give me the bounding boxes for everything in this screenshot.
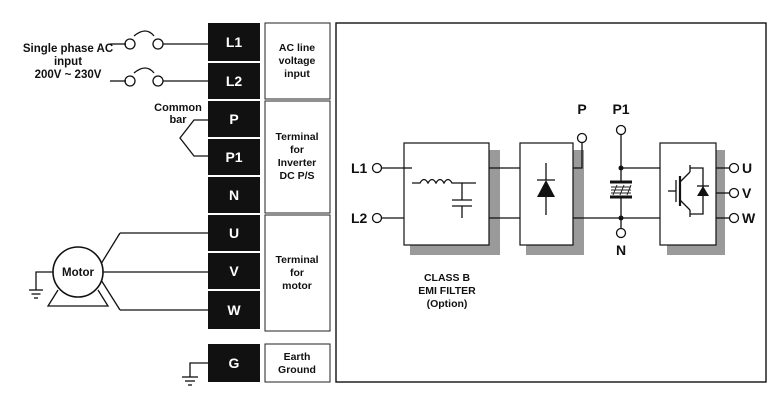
desc-dc-line1: Terminal: [276, 131, 319, 143]
desc-ac-line2: voltage: [279, 55, 316, 67]
schematic-p-terminal: [576, 132, 588, 144]
igbt-transistor-symbol: [668, 165, 709, 217]
input-label-line2: input: [54, 56, 82, 68]
emi-filter-block: [403, 142, 490, 246]
dc-bus-p-wire: [573, 143, 583, 169]
schematic-output-w-terminal: [728, 212, 740, 224]
motor-symbol: [29, 232, 208, 311]
motor-label: Motor: [62, 267, 94, 279]
schematic-input-l2-terminal: [371, 212, 383, 224]
desc-ground-line1: Earth: [284, 351, 311, 363]
schematic-output-u-terminal: [728, 162, 740, 174]
desc-dc-line2: for: [290, 144, 304, 156]
schematic-input-l1-terminal: [371, 162, 383, 174]
desc-motor-line2: for: [290, 267, 304, 279]
desc-box-ac: [264, 22, 331, 100]
filter-caption-line2: EMI FILTER: [418, 285, 476, 297]
common-bar-label-line1: Common: [154, 102, 202, 114]
terminal-l1: L1: [226, 34, 243, 50]
input-label-line3: 200V ~ 230V: [35, 69, 102, 81]
emi-filter-inductor-capacitor: [404, 167, 476, 218]
input-label-line1: Single phase AC: [23, 43, 113, 55]
terminal-g: G: [229, 355, 240, 371]
terminal-n: N: [229, 187, 239, 203]
schematic-output-w-label: W: [742, 210, 756, 226]
desc-ground-line2: Ground: [278, 364, 316, 376]
common-bar-label-line2: bar: [169, 114, 187, 126]
desc-box-dc: [264, 100, 331, 214]
schematic-p1-label: P1: [612, 101, 629, 117]
terminal-column: [208, 23, 260, 382]
desc-dc-line4: DC P/S: [279, 170, 314, 182]
filter-caption-line3: (Option): [427, 298, 468, 310]
schematic-output-u-label: U: [742, 160, 752, 176]
desc-box-ground: [264, 343, 331, 383]
schematic-output-v-label: V: [742, 185, 752, 201]
desc-box-motor: [264, 214, 331, 332]
schematic-p-label: P: [577, 101, 586, 117]
desc-ac-line1: AC line: [279, 42, 315, 54]
common-bar: [179, 119, 208, 157]
terminal-p: P: [229, 111, 238, 127]
desc-motor-line1: Terminal: [276, 254, 319, 266]
desc-motor-line3: motor: [282, 280, 312, 292]
rectifier-diode: [537, 163, 555, 215]
terminal-l2: L2: [226, 73, 243, 89]
switch-contact-l2: [110, 67, 208, 87]
schematic-n-terminal: [615, 227, 627, 239]
earth-ground-symbol: [182, 362, 208, 386]
dc-link-capacitor: [610, 168, 632, 218]
schematic-input-l1-label: L1: [351, 160, 368, 176]
desc-dc-line3: Inverter: [278, 157, 317, 169]
terminal-v: V: [229, 263, 239, 279]
schematic-p1-terminal: [615, 124, 627, 136]
schematic-output-v-terminal: [728, 187, 740, 199]
terminal-u: U: [229, 225, 239, 241]
inverter-schematic-frame: [335, 22, 767, 383]
terminal-p1: P1: [225, 149, 242, 165]
schematic-n-label: N: [616, 242, 626, 258]
schematic-input-l2-label: L2: [351, 210, 368, 226]
switch-contact-l1: [110, 30, 208, 50]
terminal-w: W: [227, 302, 241, 318]
desc-ac-line3: input: [284, 68, 310, 80]
filter-caption-line1: CLASS B: [424, 272, 471, 284]
